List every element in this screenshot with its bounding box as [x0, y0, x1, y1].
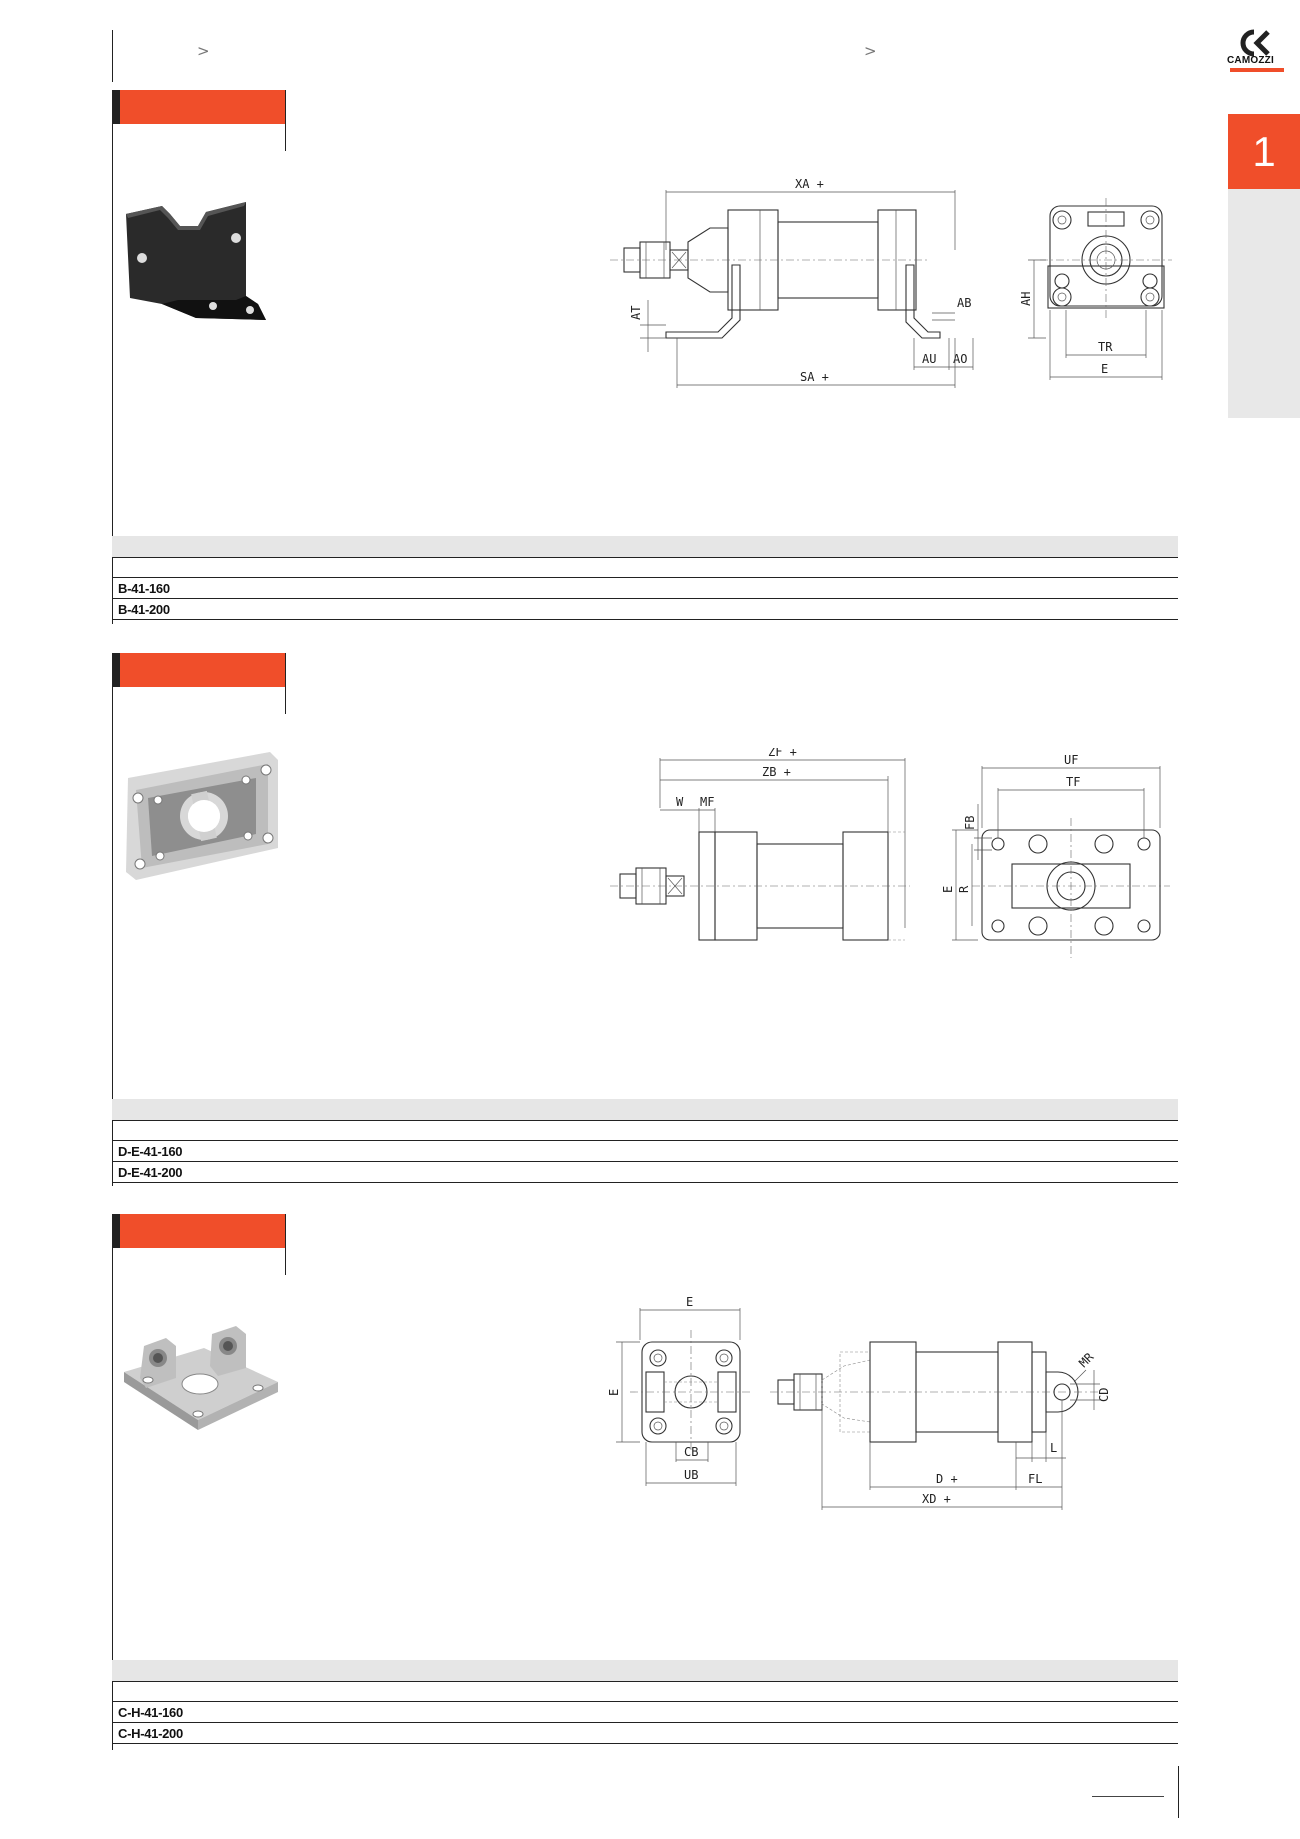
table-header-row-2: [112, 1681, 1178, 1702]
logo-wordmark: CAMOZZI: [1227, 55, 1274, 66]
section-2-title-tab: [113, 653, 286, 687]
flange-photo: [126, 752, 278, 880]
dim-label-xd: XD +: [922, 1492, 951, 1506]
footer-rule: [1092, 1796, 1164, 1797]
section-3-table: C-H-41-160 C-H-41-200: [112, 1660, 1178, 1744]
camozzi-logo-icon: [1230, 29, 1284, 72]
dim-label-l: L: [1050, 1441, 1057, 1455]
breadcrumb-separator-right: >: [864, 42, 877, 60]
dim-label-mr: MR: [1076, 1349, 1097, 1370]
breadcrumb-separator-left: >: [197, 42, 210, 60]
female-hinge-photo: [124, 1326, 278, 1430]
section-1-frame: [112, 90, 113, 624]
section-1-title-tab: [113, 90, 286, 124]
section-3-frame: [112, 1214, 113, 1750]
foot-bracket-photo: [126, 202, 266, 320]
dim-label-tr: TR: [1098, 340, 1113, 354]
mod-code: D-E-41-200: [118, 1165, 183, 1180]
table-header-row: [112, 536, 1178, 557]
table-row: B-41-160: [112, 578, 1178, 599]
mod-code: C-H-41-160: [118, 1705, 183, 1720]
dim-label-ub: UB: [684, 1468, 698, 1482]
table-header-row-2: [112, 557, 1178, 578]
dim-label-zf: ZF +: [768, 748, 797, 759]
dim-label-fb: FB: [963, 816, 977, 830]
chapter-tab[interactable]: 1: [1228, 114, 1300, 189]
table-row: C-H-41-160: [112, 1702, 1178, 1723]
table-header-row: [112, 1099, 1178, 1120]
table-row: D-E-41-160: [112, 1141, 1178, 1162]
dim-label-zb: ZB +: [762, 765, 791, 779]
mod-code: B-41-160: [118, 581, 170, 596]
dim-label-uf: UF: [1064, 753, 1078, 767]
female-hinge-drawing: E E CB UB MR CD L D + FL XD +: [607, 1295, 1111, 1510]
mod-code: B-41-200: [118, 602, 170, 617]
dim-label-cd: CD: [1097, 1388, 1111, 1402]
dim-label-cb: CB: [684, 1445, 698, 1459]
dim-label-sa: SA +: [800, 370, 829, 384]
camozzi-logo: CAMOZZI: [1226, 28, 1286, 74]
section-3-tab-rule: [285, 1214, 286, 1275]
dim-label-e: E: [941, 886, 955, 893]
dim-label-e: E: [1101, 362, 1108, 376]
table-row: D-E-41-200: [112, 1162, 1178, 1183]
dim-label-mf: MF: [700, 795, 714, 809]
mod-code: C-H-41-200: [118, 1726, 183, 1741]
footer-divider: [1178, 1766, 1179, 1818]
dim-label-fl: FL: [1028, 1472, 1042, 1486]
dim-label-e-width: E: [686, 1295, 693, 1309]
table-header-row: [112, 1660, 1178, 1681]
section-2-tab-rule: [285, 653, 286, 714]
chapter-number: 1: [1252, 127, 1276, 175]
dim-label-w: W: [676, 795, 684, 809]
section-2-frame: [112, 653, 113, 1186]
header-divider: [112, 30, 113, 82]
dim-label-xa: XA +: [795, 177, 824, 191]
flange-mount-drawing: ZF + ZB + W MF UF TF FB E R: [610, 748, 1170, 958]
section-2-table: D-E-41-160 D-E-41-200: [112, 1099, 1178, 1183]
foot-mount-drawing: XA + AT AB AU AO SA + AH TR E: [610, 177, 1172, 388]
dim-label-d: D +: [936, 1472, 958, 1486]
dim-label-ab: AB: [957, 296, 971, 310]
dim-label-r: R: [957, 885, 971, 893]
section-1-table: B-41-160 B-41-200: [112, 536, 1178, 620]
dim-label-at: AT: [629, 306, 643, 320]
dim-label-e-height: E: [607, 1389, 621, 1396]
section-3-title-tab: [113, 1214, 286, 1248]
mod-code: D-E-41-160: [118, 1144, 183, 1159]
dim-label-ao: AO: [953, 352, 967, 366]
dim-label-au: AU: [922, 352, 936, 366]
table-row: B-41-200: [112, 599, 1178, 620]
dim-label-tf: TF: [1066, 775, 1080, 789]
section-1-tab-rule: [285, 90, 286, 151]
table-header-row-2: [112, 1120, 1178, 1141]
table-row: C-H-41-200: [112, 1723, 1178, 1744]
dim-label-ah: AH: [1019, 292, 1033, 306]
